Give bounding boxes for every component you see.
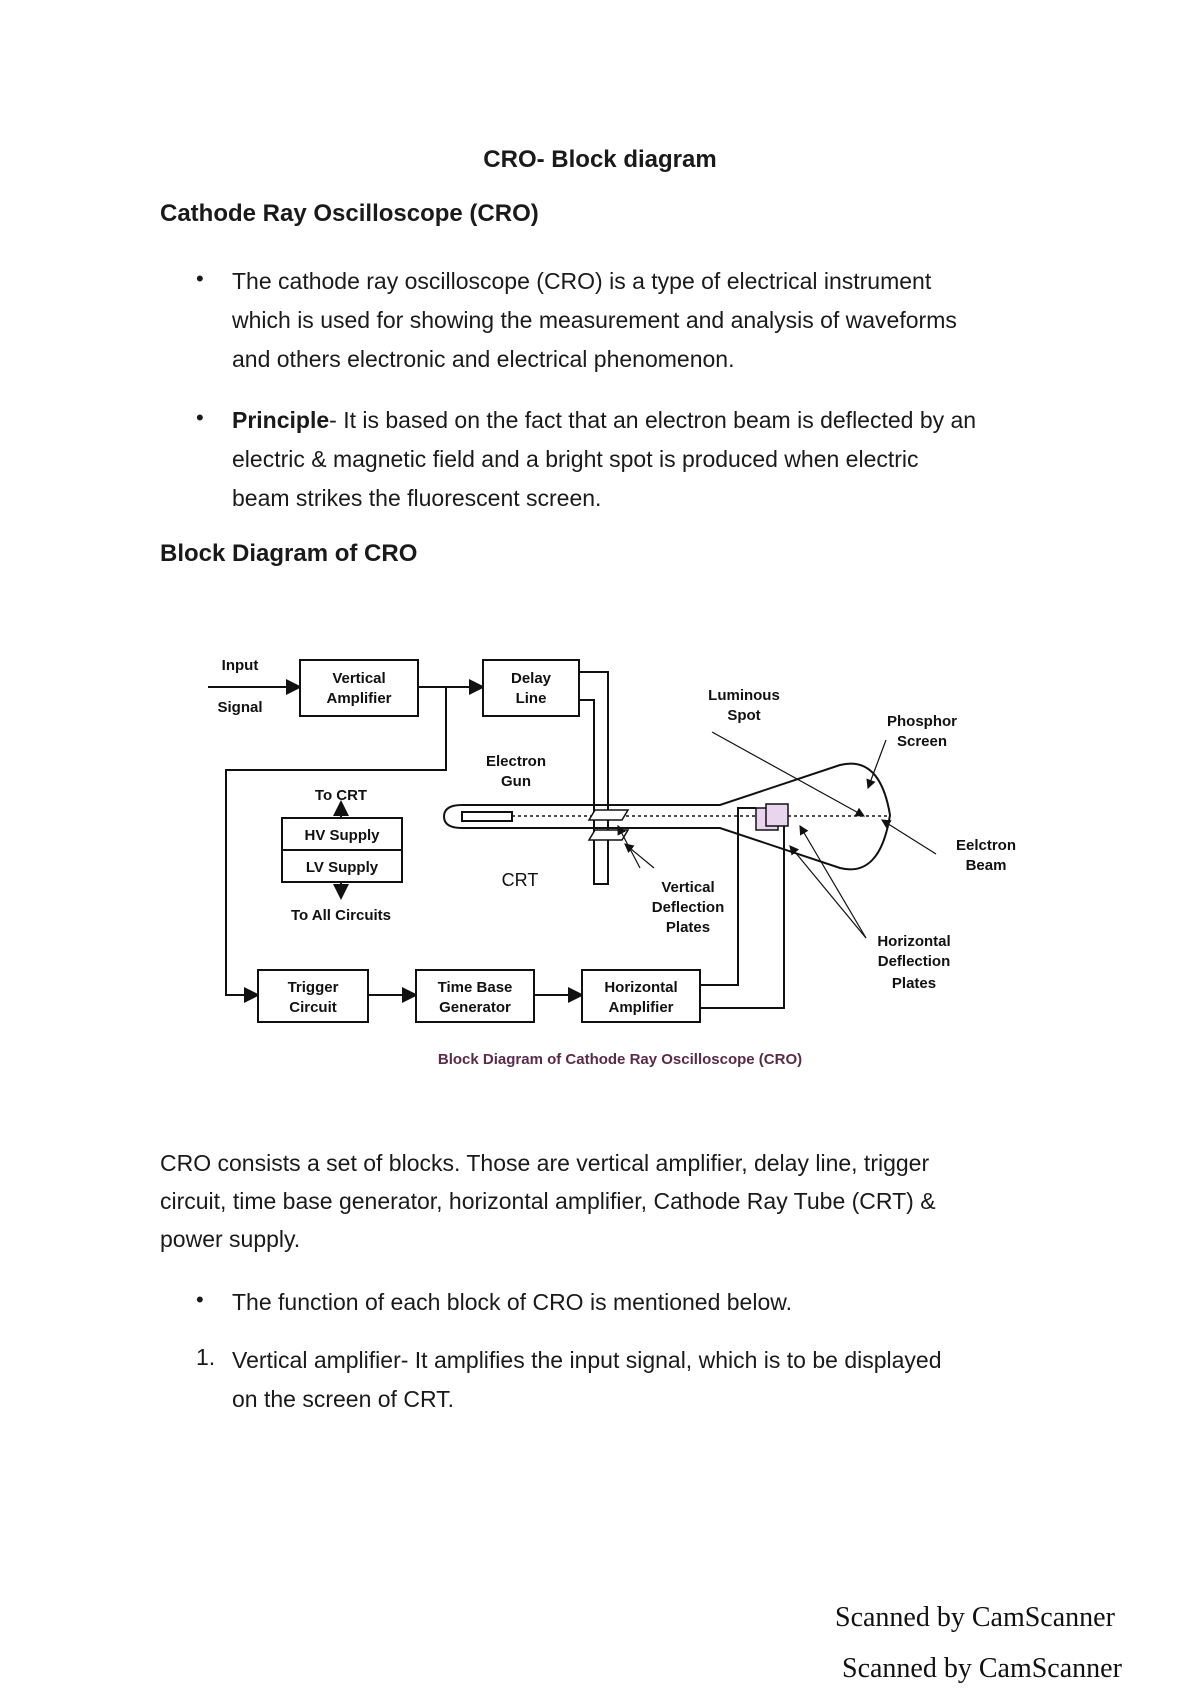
label-vertical-amplifier-2: Amplifier bbox=[326, 690, 391, 707]
label-horizontal-amplifier-1: Horizontal bbox=[604, 979, 677, 996]
label-luminous-spot-2: Spot bbox=[727, 707, 760, 724]
label-signal: Signal bbox=[217, 699, 262, 716]
label-trigger-circuit-2: Circuit bbox=[289, 999, 337, 1016]
label-to-crt: To CRT bbox=[315, 787, 367, 804]
diagram-caption: Block Diagram of Cathode Ray Oscilloscop… bbox=[438, 1051, 802, 1068]
text-line: circuit, time base generator, horizontal… bbox=[160, 1188, 936, 1214]
label-input: Input bbox=[222, 657, 259, 674]
label-phosphor-screen-2: Screen bbox=[897, 733, 947, 750]
label-horizontal-deflection-2: Deflection bbox=[878, 953, 951, 970]
label-vertical-deflection-2: Deflection bbox=[652, 899, 725, 916]
label-luminous-spot-1: Luminous bbox=[708, 687, 780, 704]
text-line: power supply. bbox=[160, 1226, 301, 1252]
label-horizontal-deflection-3: Plates bbox=[892, 975, 936, 992]
list-number: 1. bbox=[196, 1344, 216, 1370]
section-heading-cro: Cathode Ray Oscilloscope (CRO) bbox=[160, 200, 539, 227]
label-time-base-2: Generator bbox=[439, 999, 511, 1016]
cro-block-diagram: Input Signal Vertical Amplifier Delay Li… bbox=[200, 640, 1040, 1080]
text-line: The cathode ray oscilloscope (CRO) is a … bbox=[232, 268, 932, 294]
label-electron-gun-1: Electron bbox=[486, 753, 546, 770]
label-electron-beam-1: Eelctron bbox=[956, 837, 1016, 854]
body-paragraph: CRO consists a set of blocks. Those are … bbox=[160, 1144, 1060, 1258]
text-line: beam strikes the fluorescent screen. bbox=[232, 485, 602, 511]
label-trigger-circuit-1: Trigger bbox=[288, 979, 339, 996]
label-horizontal-amplifier-2: Amplifier bbox=[608, 999, 673, 1016]
page-title: CRO- Block diagram bbox=[483, 146, 717, 173]
principle-label: Principle bbox=[232, 407, 330, 433]
text-line: on the screen of CRT. bbox=[232, 1386, 455, 1412]
label-electron-gun-2: Gun bbox=[501, 773, 531, 790]
numbered-item-vertical-amplifier: Vertical amplifier- It amplifies the inp… bbox=[232, 1341, 1092, 1419]
text-line: Principle- It is based on the fact that … bbox=[232, 401, 1092, 440]
label-hv-supply: HV Supply bbox=[304, 827, 380, 844]
label-to-all-circuits: To All Circuits bbox=[291, 907, 391, 924]
label-lv-supply: LV Supply bbox=[306, 859, 379, 876]
label-vertical-amplifier-1: Vertical bbox=[332, 670, 385, 687]
principle-text: - It is based on the fact that an electr… bbox=[329, 407, 977, 433]
label-crt: CRT bbox=[502, 870, 539, 890]
text-line: Vertical amplifier- It amplifies the inp… bbox=[232, 1347, 942, 1373]
text-line: CRO consists a set of blocks. Those are … bbox=[160, 1150, 930, 1176]
bullet-paragraph-principle: Principle- It is based on the fact that … bbox=[232, 401, 1092, 518]
bullet-marker: • bbox=[196, 266, 204, 291]
text-line: electric & magnetic field and a bright s… bbox=[232, 446, 919, 472]
label-phosphor-screen-1: Phosphor bbox=[887, 713, 957, 730]
bullet-marker: • bbox=[196, 1287, 204, 1312]
text-line: and others electronic and electrical phe… bbox=[232, 346, 735, 372]
label-delay-line-2: Line bbox=[516, 690, 547, 707]
label-vertical-deflection-1: Vertical bbox=[661, 879, 714, 896]
label-delay-line-1: Delay bbox=[511, 670, 552, 687]
bullet-marker: • bbox=[196, 405, 204, 430]
bullet-paragraph-definition: The cathode ray oscilloscope (CRO) is a … bbox=[232, 262, 1092, 379]
label-electron-beam-2: Beam bbox=[966, 857, 1007, 874]
label-horizontal-deflection-1: Horizontal bbox=[877, 933, 950, 950]
bullet-function: The function of each block of CRO is men… bbox=[232, 1289, 792, 1315]
label-vertical-deflection-3: Plates bbox=[666, 919, 710, 936]
label-time-base-1: Time Base bbox=[438, 979, 513, 996]
scanner-watermark-2: Scanned by CamScanner bbox=[842, 1653, 1122, 1684]
section-heading-block-diagram: Block Diagram of CRO bbox=[160, 540, 418, 567]
text-line: which is used for showing the measuremen… bbox=[232, 307, 957, 333]
scanner-watermark-1: Scanned by CamScanner bbox=[835, 1602, 1115, 1633]
